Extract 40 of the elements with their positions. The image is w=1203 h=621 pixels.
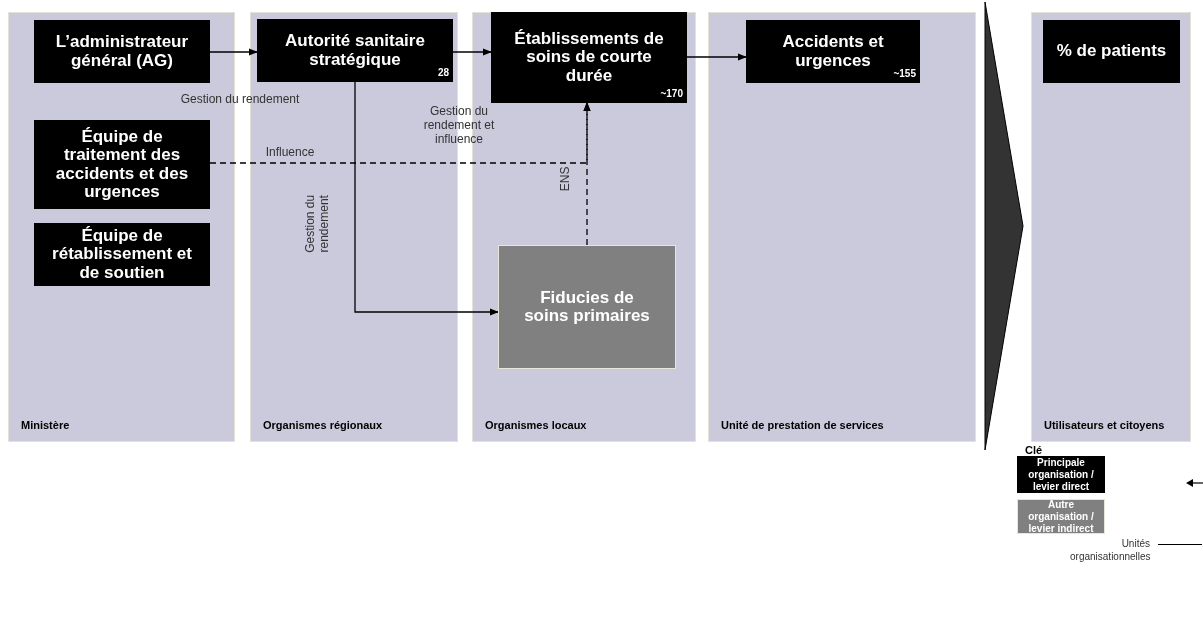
organisation-name: Équipe de rétablissement et de soutien <box>51 226 193 283</box>
arrow <box>354 81 499 316</box>
edge-label: Gestion du rendement <box>179 93 301 107</box>
count-label: 28 <box>437 68 449 79</box>
arrow <box>686 53 747 61</box>
organisation-box <box>1043 20 1180 83</box>
key-text: Principale organisation / levier direct <box>1027 456 1095 493</box>
count-label: ~170 <box>660 89 683 100</box>
organisation-box <box>34 20 210 83</box>
organisation-name: % de patients <box>1055 42 1168 61</box>
organisation-box <box>257 19 453 82</box>
column-label: Utilisateurs et citoyens <box>1044 419 1165 431</box>
organisation-box <box>498 245 676 369</box>
dashed-arrow <box>583 102 591 246</box>
organisation-name: Fiducies de soins primaires <box>523 288 651 326</box>
column-label: Ministère <box>21 419 70 431</box>
column-label: Organismes régionaux <box>263 419 383 431</box>
column-label: Organismes locaux <box>485 419 587 431</box>
edge-label: Gestion du rendement et influence <box>422 105 496 147</box>
count-label: ~155 <box>893 69 916 80</box>
organisation-name: Équipe de traitement des accidents et des urgences <box>54 127 190 202</box>
key-heading: Clé <box>1025 444 1043 456</box>
organisation-box <box>491 12 687 103</box>
organisation-box <box>746 20 920 83</box>
organisation-box <box>34 223 210 286</box>
edge-label: ENS <box>559 165 573 194</box>
column-panel <box>708 12 976 442</box>
organisation-name: Établissements de soins de courte durée <box>513 29 665 86</box>
arrow <box>209 48 258 56</box>
column-panel <box>1031 12 1191 442</box>
edge-label: Gestion du rendement <box>304 193 332 255</box>
key-text: Unités organisationnelles <box>1069 538 1150 563</box>
organisation-name: L’administrateur général (AG) <box>54 33 190 70</box>
organisation-name: Autorité sanitaire stratégique <box>284 32 426 69</box>
arrow <box>452 48 492 56</box>
organisation-box <box>34 120 210 209</box>
column-label: Unité de prestation de services <box>721 419 884 431</box>
key-text: Autre organisation / levier indirect <box>1027 498 1095 535</box>
edge-label: Influence <box>264 146 316 160</box>
organisation-name: Accidents et urgences <box>781 33 885 70</box>
